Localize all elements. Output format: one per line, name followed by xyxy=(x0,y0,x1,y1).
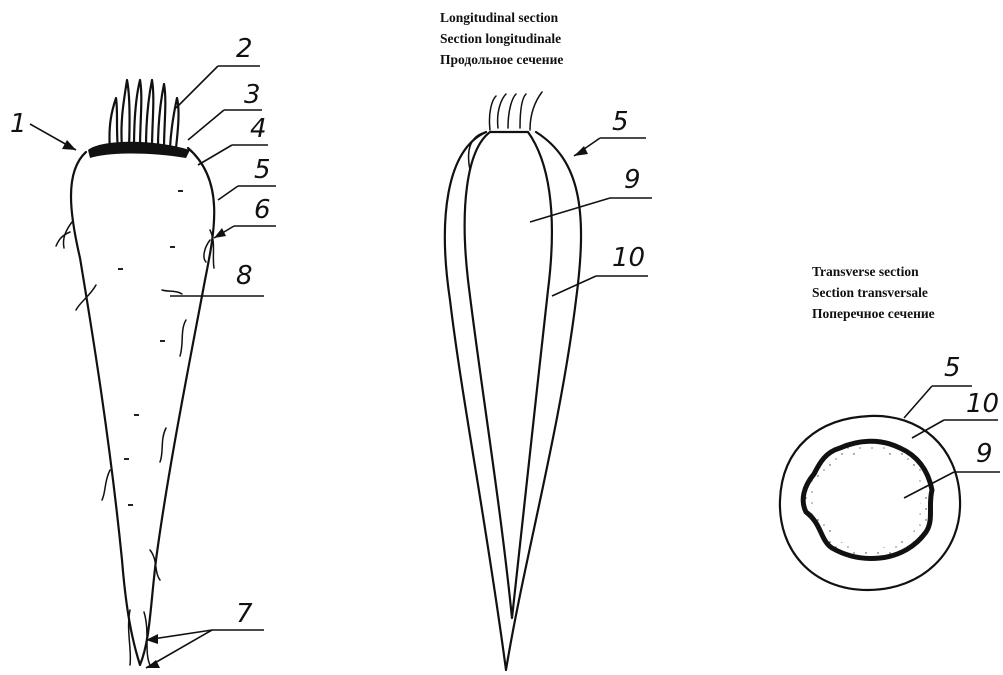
longitudinal-caption-en: Longitudinal section xyxy=(440,10,559,25)
transverse-caption: Transverse section Section transversale … xyxy=(812,264,935,321)
label-4: 4 xyxy=(250,114,267,144)
transverse-label-10: 10 xyxy=(966,389,999,419)
longitudinal-caption-fr: Section longitudinale xyxy=(440,31,561,46)
whole-root-drawing xyxy=(56,80,214,665)
transverse-caption-ru: Поперечное сечение xyxy=(812,306,935,321)
longitudinal-section-drawing xyxy=(445,92,581,670)
label-6: 6 xyxy=(254,195,271,225)
lateral-rootlets xyxy=(56,222,214,665)
section-leaf-stubs xyxy=(489,92,542,130)
longitudinal-callouts: 5 9 10 xyxy=(530,107,652,296)
transverse-label-5: 5 xyxy=(944,353,961,383)
label-2: 2 xyxy=(236,34,253,64)
transverse-label-9: 9 xyxy=(976,439,993,469)
leaf-stalks xyxy=(109,80,178,150)
transverse-caption-en: Transverse section xyxy=(812,264,919,279)
longitudinal-caption-ru: Продольное сечение xyxy=(440,52,563,67)
root-body xyxy=(71,148,214,665)
label-7: 7 xyxy=(236,599,253,629)
label-1: 1 xyxy=(10,109,27,139)
section-label-5: 5 xyxy=(612,107,629,137)
transverse-caption-fr: Section transversale xyxy=(812,285,928,300)
whole-root-callouts: 1 2 3 4 5 6 8 7 xyxy=(10,34,276,668)
section-label-9: 9 xyxy=(624,165,641,195)
longitudinal-caption: Longitudinal section Section longitudina… xyxy=(440,10,563,67)
crown xyxy=(88,142,190,158)
transverse-section-drawing xyxy=(780,416,960,590)
lenticels xyxy=(118,190,183,506)
section-label-10: 10 xyxy=(612,243,645,273)
label-5: 5 xyxy=(254,155,271,185)
inner-core xyxy=(465,132,552,618)
label-3: 3 xyxy=(244,80,261,110)
label-8: 8 xyxy=(236,261,253,291)
